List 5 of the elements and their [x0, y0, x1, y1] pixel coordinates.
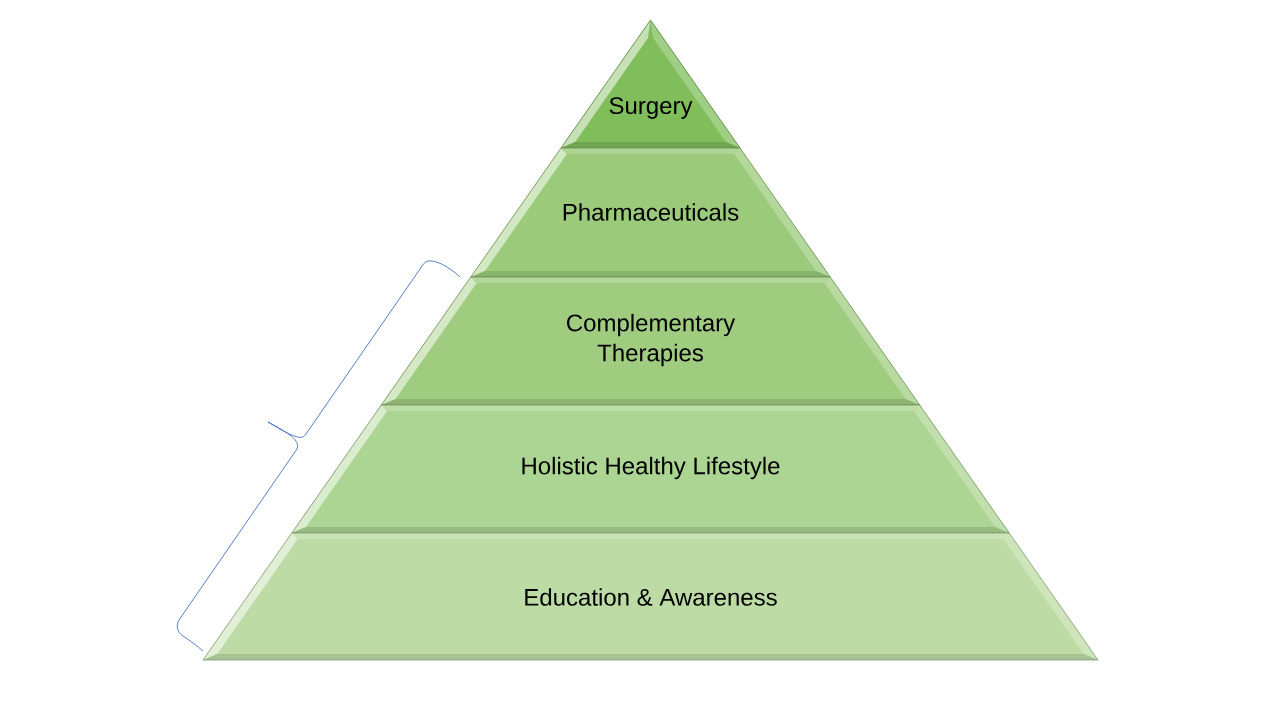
pyramid-tier: Education & Awareness	[202, 532, 1099, 661]
pyramid-tier: Surgery	[560, 19, 741, 149]
pyramid-tier: Holistic Healthy Lifestyle	[291, 404, 1010, 534]
pyramid-tier: Pharmaceuticals	[470, 147, 831, 278]
pyramid-tier: Complementary Therapies	[380, 276, 921, 406]
